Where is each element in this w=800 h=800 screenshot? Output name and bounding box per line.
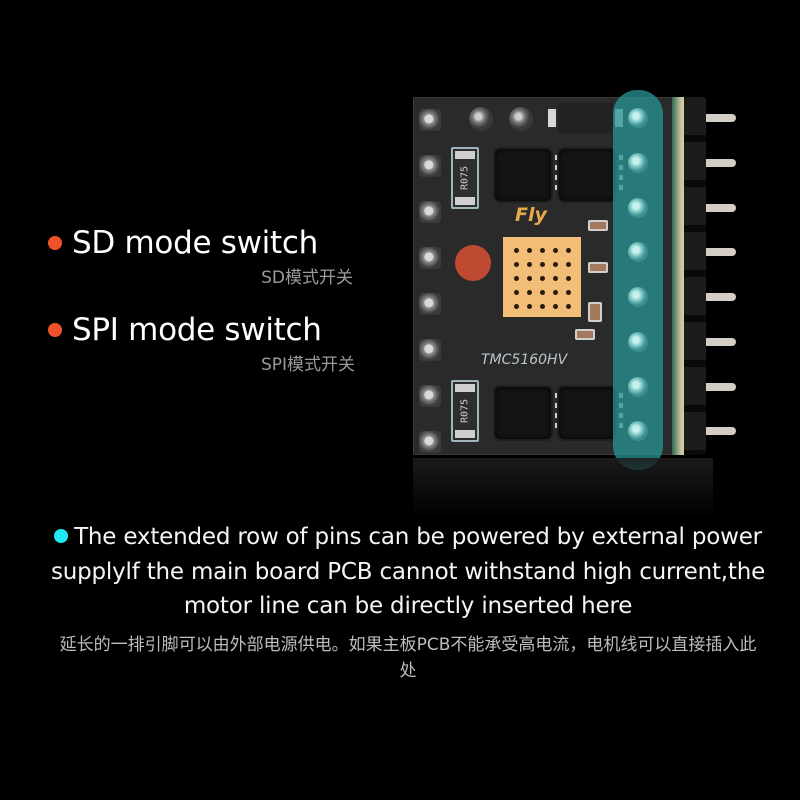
feature-title: SPI mode switch [72, 312, 322, 348]
board-reflection [413, 458, 713, 518]
mode-switch-marker [455, 245, 491, 281]
mosfet-chip [495, 149, 559, 201]
pcb-board-image: R075 R075 Fly TMC5160HV [410, 90, 736, 518]
current-sense-resistor: R075 [451, 380, 479, 442]
pcb-edge-strip [672, 97, 684, 455]
driver-chip-thermal-pad [503, 237, 581, 317]
current-sense-resistor: R075 [451, 147, 479, 209]
feature-sd-mode-switch: SD mode switch SD模式开关 [48, 225, 353, 288]
description-chinese: 延长的一排引脚可以由外部电源供电。如果主板PCB不能承受高电流，电机线可以直接插… [59, 634, 757, 681]
description-block: The extended row of pins can be powered … [48, 520, 768, 684]
mosfet-chip [559, 149, 623, 201]
pin-header [684, 97, 706, 455]
description-english-text: The extended row of pins can be powered … [50, 524, 766, 619]
mosfet-chip [495, 387, 559, 439]
chip-label: TMC5160HV [481, 352, 568, 368]
extended-pin-row-highlight [613, 90, 663, 470]
feature-title: SD mode switch [72, 225, 318, 261]
feature-subtitle: SD模式开关 [261, 268, 353, 288]
cyan-bullet-icon [54, 529, 69, 543]
description-english: The extended row of pins can be powered … [48, 520, 768, 624]
diode-component [548, 103, 623, 133]
brand-mark: Fly [515, 204, 547, 226]
orange-bullet-icon [48, 323, 62, 337]
orange-bullet-icon [48, 236, 62, 250]
feature-spi-mode-switch: SPI mode switch SPI模式开关 [48, 312, 355, 375]
mosfet-chip [559, 387, 623, 439]
feature-subtitle: SPI模式开关 [260, 355, 355, 375]
